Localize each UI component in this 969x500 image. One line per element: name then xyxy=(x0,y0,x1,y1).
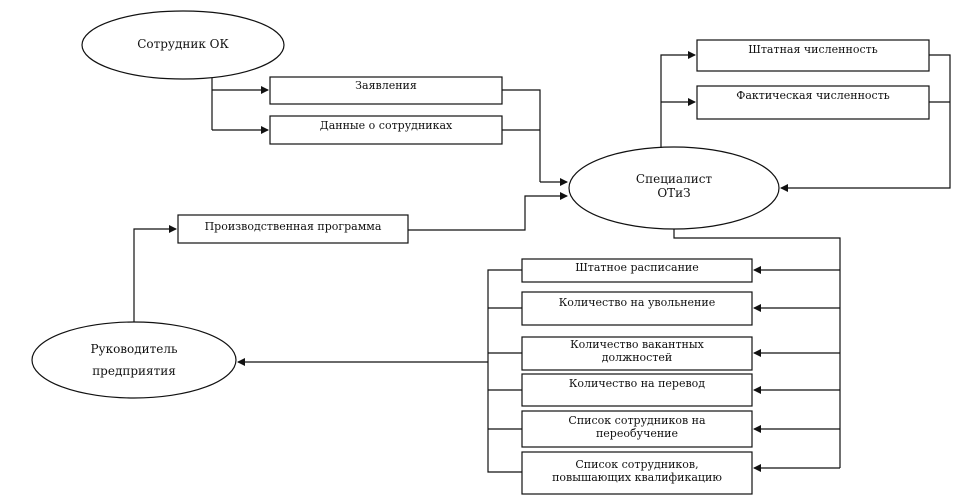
label-staff-count: Штатная численность xyxy=(697,40,929,60)
actual-count-text: Фактическая численность xyxy=(736,88,890,102)
box-retraining-list xyxy=(521,410,753,448)
box-dismissal-count xyxy=(521,291,753,326)
box-transfer-count xyxy=(521,373,753,407)
label-statements: Заявления xyxy=(270,77,502,95)
statements-text: Заявления xyxy=(355,78,417,92)
label-staff-schedule: Штатное расписание xyxy=(522,259,752,277)
label-manager: Руководитель предприятия xyxy=(44,336,224,386)
transfer-count-text: Количество на перевод xyxy=(568,376,706,390)
connector-list-left-trunk xyxy=(487,269,522,473)
employee-data-text: Данные о сотрудниках xyxy=(319,118,453,132)
employee-ok-text: Сотрудник ОК xyxy=(137,37,229,52)
label-employee-data: Данные о сотрудниках xyxy=(270,116,502,136)
box-qualification-list xyxy=(521,451,753,495)
label-retraining-list: Список сотрудников на переобучение xyxy=(540,411,734,445)
specialist-text-line1: Специалист xyxy=(635,172,713,187)
staff-schedule-text: Штатное расписание xyxy=(575,260,699,274)
box-actual-count xyxy=(696,85,930,120)
qualification-list-text: Список сотрудников, повышающих квалифика… xyxy=(552,458,722,484)
arrow-to-staff-count xyxy=(660,51,696,148)
arrow-manager-to-program xyxy=(133,225,177,322)
manager-text-line2: предприятия xyxy=(92,364,176,378)
dismissal-count-text: Количество на увольнение xyxy=(558,295,716,309)
label-vacant-positions: Количество вакантных должностей xyxy=(545,337,729,367)
staff-count-text: Штатная численность xyxy=(748,42,878,56)
box-staff-count xyxy=(696,39,930,72)
label-dismissal-count: Количество на увольнение xyxy=(522,292,752,314)
connector-statements-out xyxy=(502,89,541,182)
label-employee-ok: Сотрудник ОК xyxy=(82,30,284,60)
specialist-text-line2: ОТиЗ xyxy=(657,186,691,200)
label-specialist: Специалист ОТиЗ xyxy=(589,164,759,210)
production-program-text: Производственная программа xyxy=(204,219,382,233)
box-production-program xyxy=(177,214,409,244)
ellipse-employee-ok xyxy=(81,10,285,80)
label-transfer-count: Количество на перевод xyxy=(522,374,752,394)
box-employee-data xyxy=(269,115,503,145)
retraining-list-text: Список сотрудников на переобучение xyxy=(568,414,706,440)
arrow-counts-back-to-specialist xyxy=(780,54,951,192)
label-production-program: Производственная программа xyxy=(178,215,408,239)
label-qualification-list: Список сотрудников, повышающих квалифика… xyxy=(550,452,724,492)
vacant-positions-text: Количество вакантных должностей xyxy=(570,338,704,364)
label-actual-count: Фактическая численность xyxy=(697,86,929,106)
manager-text-line1: Руководитель xyxy=(90,342,178,357)
arrow-program-to-specialist xyxy=(408,192,568,231)
